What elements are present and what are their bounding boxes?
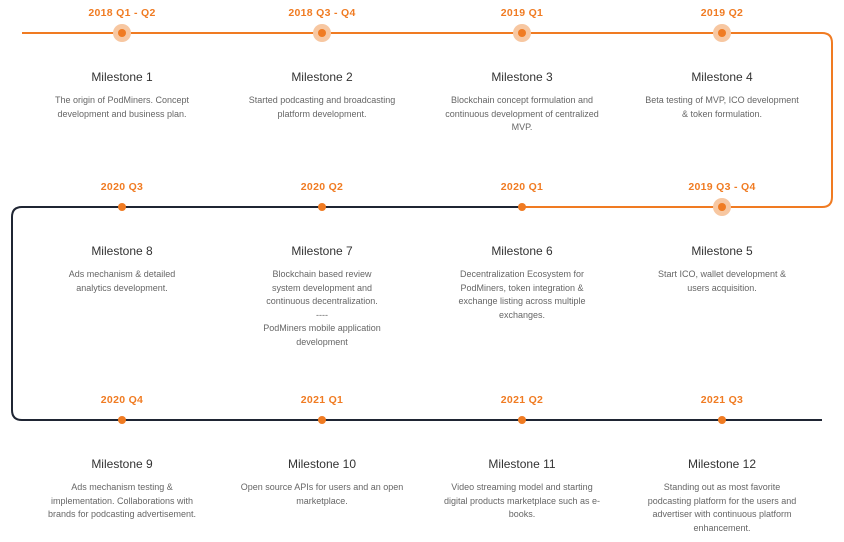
milestone-title: Milestone 4 — [691, 70, 753, 84]
milestone-description-line: ---- — [316, 309, 328, 320]
milestone-description-line: Beta testing of MVP, ICO development — [645, 95, 799, 105]
milestone-description-line: Blockchain concept formulation and — [450, 95, 594, 105]
milestone-description-line: users acquisition. — [687, 282, 757, 293]
milestone-description-line: Video streaming model and starting — [451, 482, 593, 492]
milestone-description-line: Started podcasting and broadcasting — [248, 95, 396, 105]
milestone-description-line: Standing out as most favorite — [663, 482, 781, 492]
milestone-marker — [718, 29, 726, 37]
milestone-description: Blockchain based review system developmen… — [232, 268, 412, 349]
milestone-description-line: continuous development of centralized — [445, 108, 599, 119]
milestone-marker — [118, 416, 126, 424]
milestone-title: Milestone 6 — [491, 244, 553, 258]
milestone-title: Milestone 8 — [91, 244, 153, 258]
milestone-marker — [118, 203, 126, 211]
milestone-description: Blockchain concept formulation and contin… — [432, 94, 612, 135]
milestone-description-line: MVP. — [511, 122, 533, 132]
milestone-marker — [718, 416, 726, 424]
milestone-description-line: Blockchain based review — [272, 269, 372, 279]
milestone-description-line: marketplace. — [296, 495, 348, 506]
milestone-description-line: podcasting platform for the users and — [647, 495, 797, 506]
milestone-period: 2018 Q3 - Q4 — [288, 7, 356, 19]
milestone-title: Milestone 11 — [488, 457, 556, 471]
milestone-period: 2020 Q3 — [100, 181, 144, 193]
milestone-description-line: Decentralization Ecosystem for — [459, 269, 585, 279]
milestone-title: Milestone 10 — [287, 457, 357, 471]
milestone-period: 2019 Q3 - Q4 — [688, 181, 756, 193]
milestone-period: 2020 Q2 — [300, 181, 344, 193]
milestone-description-line: analytics development. — [76, 282, 168, 293]
milestone-period: 2021 Q1 — [300, 394, 344, 406]
milestone-description-line: exchanges. — [498, 309, 546, 320]
milestone-description: Started podcasting and broadcasting platf… — [232, 94, 412, 121]
milestone-description-line: continuous decentralization. — [266, 296, 378, 306]
milestone-description-line: PodMiners, token integration & — [460, 282, 584, 293]
milestone-period: 2020 Q4 — [100, 394, 144, 406]
timeline-line-upcoming — [11, 206, 822, 421]
milestone-description: Ads mechanism & detailed analytics develo… — [32, 268, 212, 295]
milestone-period: 2018 Q1 - Q2 — [88, 7, 156, 19]
milestone-title: Milestone 2 — [291, 70, 353, 84]
milestone-description-line: system development and — [271, 282, 373, 293]
milestone-description-line: brands for podcasting advertisement. — [47, 509, 197, 519]
milestone-description-line: development and business plan. — [57, 108, 187, 119]
milestone-description-line: platform development. — [277, 108, 367, 119]
milestone-marker — [718, 203, 726, 211]
milestone-description-line: books. — [508, 509, 536, 519]
milestone-description: Video streaming model and starting digita… — [432, 481, 612, 522]
milestone-description-line: The origin of PodMiners. Concept — [54, 95, 190, 105]
milestone-description-line: & token formulation. — [681, 108, 763, 119]
milestone-description-line: implementation. Collaborations with — [50, 495, 194, 506]
milestone-marker — [318, 416, 326, 424]
milestone-title: Milestone 1 — [91, 70, 153, 84]
milestone-description: Start ICO, wallet development & users acq… — [632, 268, 812, 295]
milestone-title: Milestone 3 — [491, 70, 553, 84]
milestone-marker — [318, 203, 326, 211]
milestone-description: Standing out as most favorite podcasting … — [632, 481, 812, 535]
milestone-description: Open source APIs for users and an open ma… — [232, 481, 412, 508]
milestone-marker — [118, 29, 126, 37]
milestone-description: Ads mechanism testing & implementation. C… — [32, 481, 212, 522]
milestone-title: Milestone 12 — [687, 457, 757, 471]
milestone-title: Milestone 7 — [291, 244, 353, 258]
milestone-period: 2019 Q1 — [500, 7, 544, 19]
milestone-title: Milestone 5 — [691, 244, 753, 258]
milestone-description-line: PodMiners mobile application — [263, 323, 381, 333]
milestone-period: 2021 Q2 — [500, 394, 544, 406]
milestone-description-line: enhancement. — [693, 522, 751, 533]
milestone-description-line: Ads mechanism testing & — [71, 482, 173, 492]
milestone-description-line: Ads mechanism & detailed — [68, 269, 176, 279]
milestone-description-line: Start ICO, wallet development & — [657, 269, 787, 279]
milestone-description-line: digital products marketplace such as e- — [443, 495, 601, 506]
milestone-marker — [518, 29, 526, 37]
milestone-period: 2021 Q3 — [700, 394, 744, 406]
milestone-description: The origin of PodMiners. Concept developm… — [32, 94, 212, 121]
milestone-period: 2019 Q2 — [700, 7, 744, 19]
milestone-title: Milestone 9 — [91, 457, 153, 471]
milestone-description-line: development — [296, 336, 348, 347]
milestone-period: 2020 Q1 — [500, 181, 544, 193]
milestone-description-line: exchange listing across multiple — [458, 296, 586, 306]
milestone-description: Beta testing of MVP, ICO development & to… — [632, 94, 812, 121]
milestone-description-line: advertiser with continuous platform — [652, 509, 792, 519]
milestone-marker — [518, 203, 526, 211]
timeline-line-completed — [22, 32, 833, 208]
milestone-description-line: Open source APIs for users and an open — [240, 482, 404, 492]
milestone-marker — [318, 29, 326, 37]
milestone-marker — [518, 416, 526, 424]
